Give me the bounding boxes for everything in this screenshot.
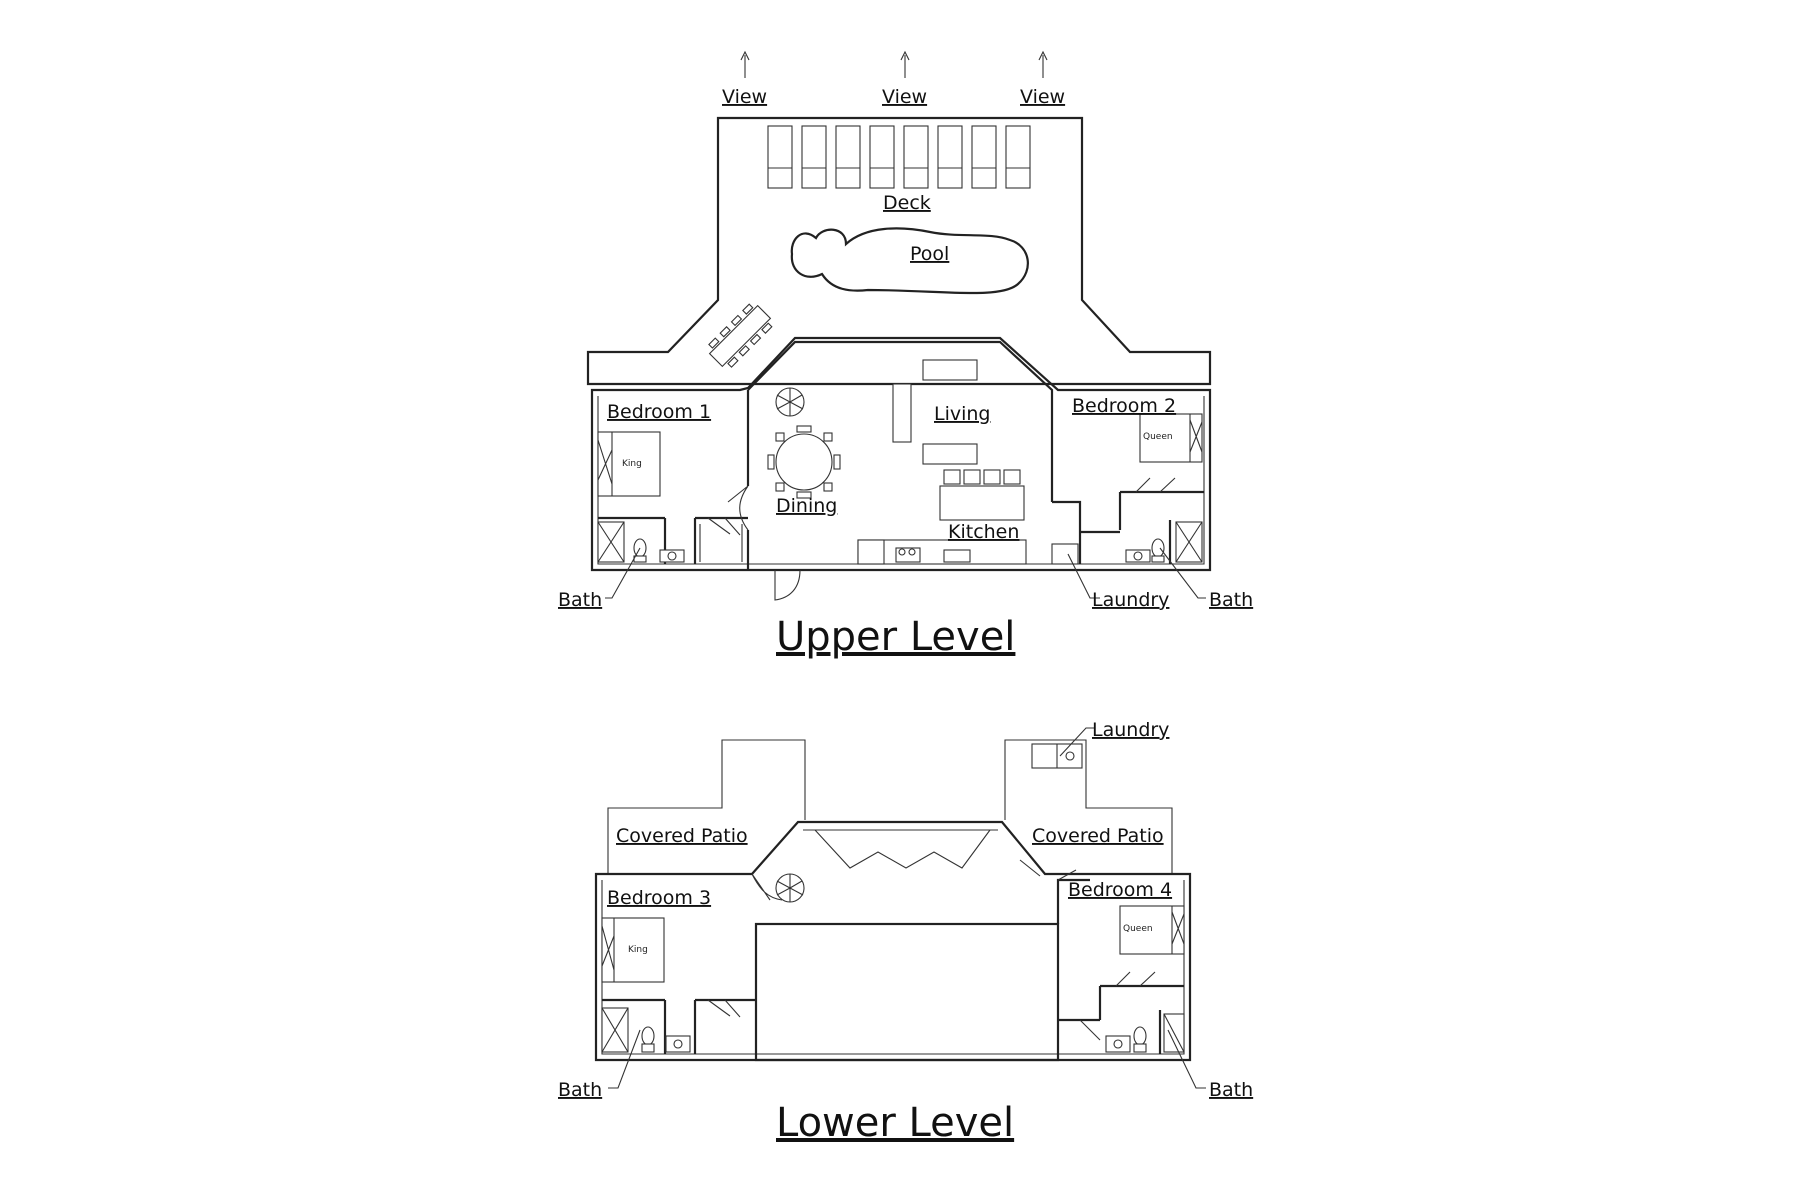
sofa: [922, 359, 978, 381]
kitchen-counter: [857, 539, 1027, 565]
bath-upper-left-label: Bath: [558, 589, 602, 611]
sofa-front: [922, 443, 978, 465]
view-label-1: View: [722, 86, 767, 108]
laundry-upper-label: Laundry: [1092, 589, 1169, 611]
view-label-2: View: [882, 86, 927, 108]
bed1-king: [597, 431, 661, 497]
bath-lower-left-label: Bath: [558, 1079, 602, 1101]
patio-left-label: Covered Patio: [616, 825, 748, 847]
bedroom2-label: Bedroom 2: [1072, 395, 1176, 417]
bath-upper-right-label: Bath: [1209, 589, 1253, 611]
upper-level-title: Upper Level: [776, 614, 1015, 660]
outdoor-table: [708, 303, 773, 368]
upper-house-walls: [590, 336, 1212, 572]
great-room-walls: [747, 340, 1054, 502]
living-label: Living: [934, 403, 991, 425]
spiral-stair-upper: [775, 387, 805, 417]
bedroom3-label: Bedroom 3: [607, 887, 711, 909]
bed2-size-label: Queen: [1143, 432, 1173, 442]
upper-laundry-unit: [1051, 543, 1079, 565]
lower-level-plan: Laundry Covered Patio Covered Patio Bedr…: [558, 719, 1253, 1146]
upper-shower-right: [1175, 521, 1203, 563]
lower-shower-right: [1163, 1013, 1185, 1053]
bed3-king: [601, 917, 665, 983]
view-arrows: [740, 50, 1048, 78]
bed2-queen: [1139, 413, 1203, 463]
bedroom4-label: Bedroom 4: [1068, 879, 1172, 901]
bath-lower-right-label: Bath: [1209, 1079, 1253, 1101]
view-label-3: View: [1020, 86, 1065, 108]
garage-room: [754, 922, 1060, 1062]
bed1-size-label: King: [622, 459, 642, 469]
lounge-chairs: [767, 125, 1031, 189]
sofa-side: [892, 383, 912, 443]
patio-left-outline: [607, 739, 806, 874]
laundry-lower-label: Laundry: [1092, 719, 1169, 741]
bedroom1-label: Bedroom 1: [607, 401, 711, 423]
pool-shape: [790, 227, 1029, 295]
lower-level-title: Lower Level: [776, 1100, 1014, 1146]
upper-shower-left: [597, 521, 625, 563]
upper-level-plan: View View View Deck Pool Bedroom 1 Bedro…: [558, 50, 1253, 660]
bed3-size-label: King: [628, 945, 648, 955]
patio-right-outline: [1004, 739, 1173, 874]
deck-outline: [586, 116, 1212, 386]
dining-table: [767, 425, 841, 499]
dining-label: Dining: [776, 495, 837, 517]
pool-label: Pool: [910, 243, 949, 265]
deck-label: Deck: [883, 192, 931, 214]
patio-right-label: Covered Patio: [1032, 825, 1164, 847]
lower-house-walls: [594, 820, 1192, 1062]
spiral-stair-lower: [775, 873, 805, 903]
kitchen-label: Kitchen: [948, 521, 1019, 543]
bed4-size-label: Queen: [1123, 924, 1153, 934]
lower-shower-left: [601, 1007, 629, 1053]
kitchen-island: [939, 469, 1025, 521]
